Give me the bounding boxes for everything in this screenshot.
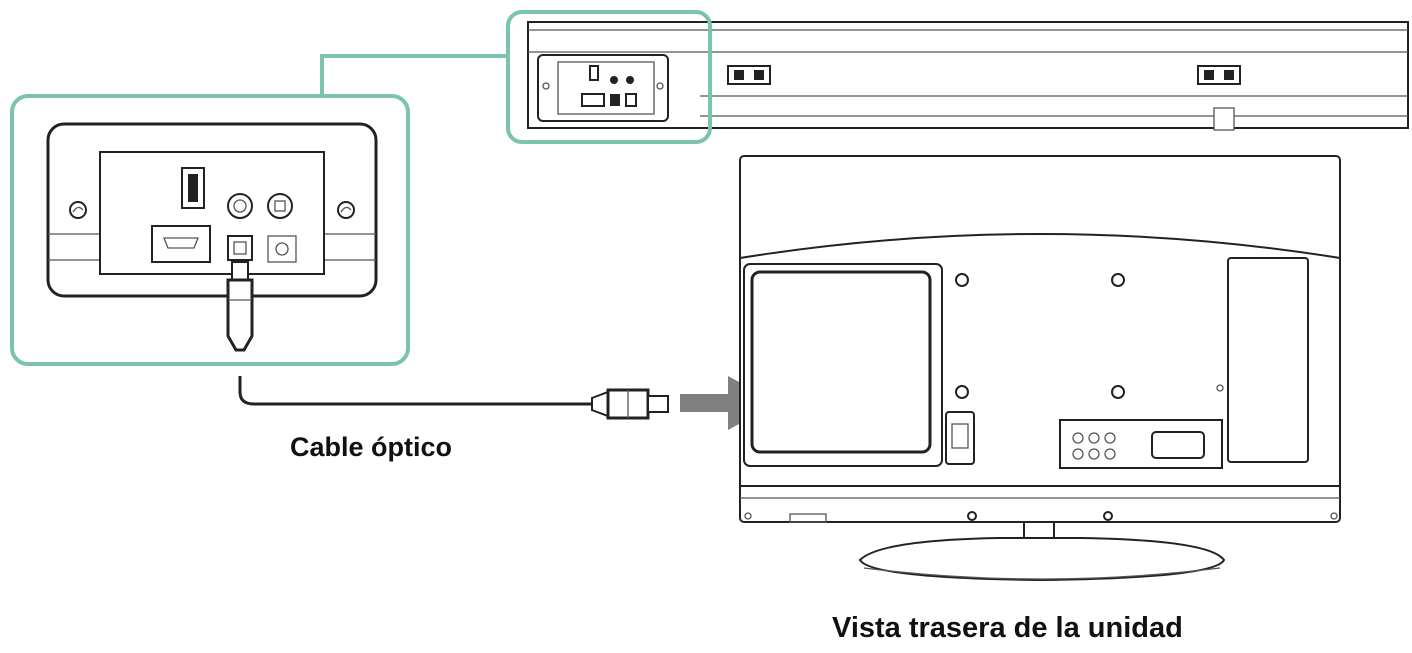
usb-port-icon	[181, 167, 205, 209]
aux-port-icon	[227, 193, 253, 219]
hdmi-port-icon	[151, 225, 211, 263]
zoom-connector	[320, 54, 508, 96]
power-port-icon	[267, 235, 297, 263]
highlight-box-large	[10, 94, 410, 366]
screw-icon	[337, 201, 355, 219]
unit-rear-label: Vista trasera de la unidad	[832, 612, 1183, 644]
port-panel-zoom	[46, 122, 378, 298]
wall-bracket-left	[727, 65, 771, 85]
cable-label: Cable óptico	[290, 432, 453, 462]
wall-bracket-right	[1197, 65, 1241, 85]
coax-port-icon	[267, 193, 293, 219]
soundbar-port-panel-small	[537, 54, 669, 122]
soundbar-rear	[527, 21, 1409, 131]
screw-icon	[69, 201, 87, 219]
optical-port-icon	[227, 235, 253, 261]
arrow-right-icon	[680, 376, 778, 430]
optical-plug-icon	[591, 388, 669, 420]
highlight-box-small	[506, 10, 712, 144]
optical-cable	[226, 261, 669, 420]
tv-rear	[739, 155, 1341, 582]
